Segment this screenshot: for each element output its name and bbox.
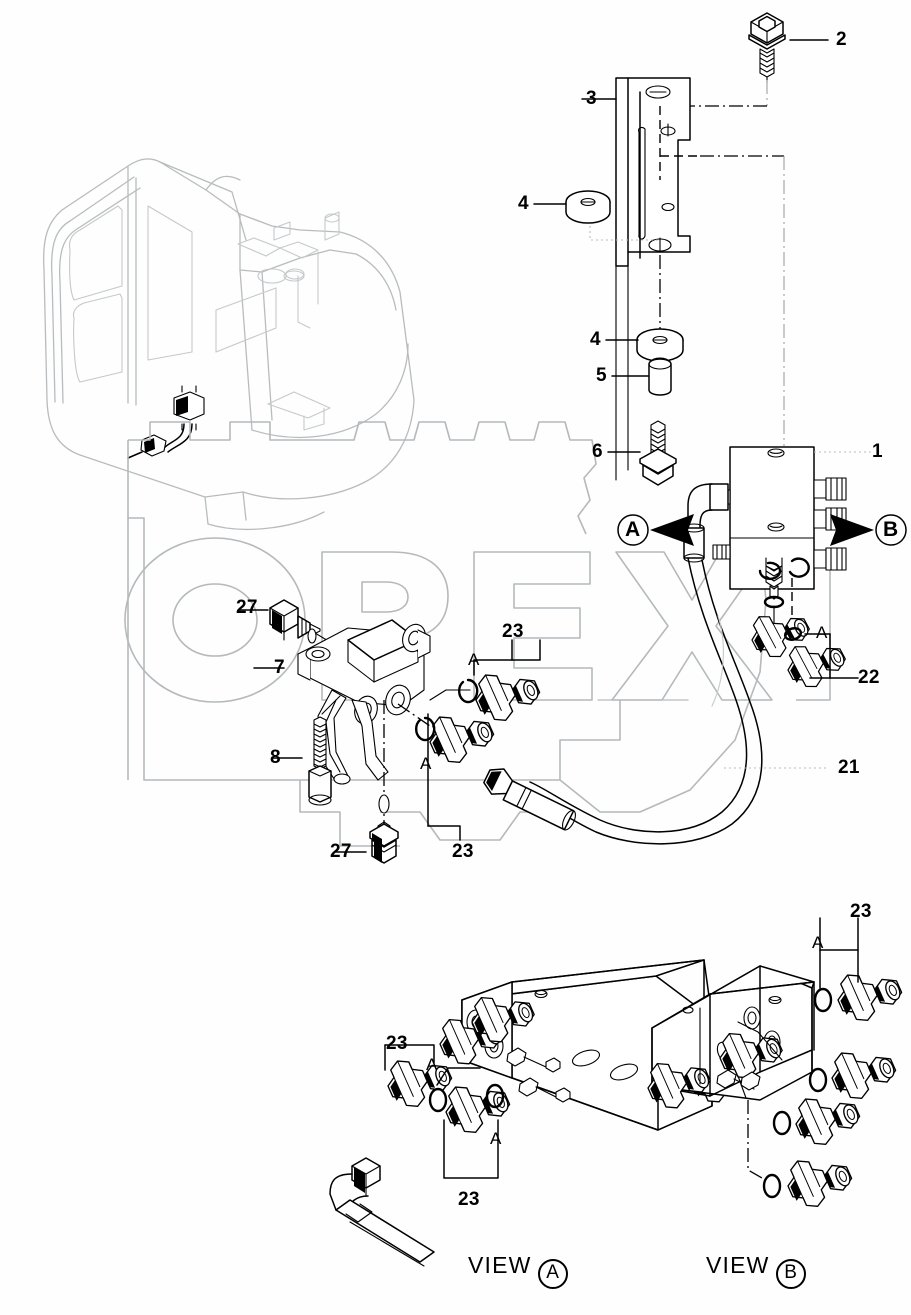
view-b-letter: B — [775, 1259, 806, 1289]
leader-viewa-23-upper2 — [384, 1044, 435, 1064]
callout-6: 6 — [592, 441, 603, 462]
part-1-valve-block — [683, 446, 847, 609]
oring-27-upper — [307, 628, 317, 644]
callout-21: 21 — [838, 757, 860, 778]
callout-22: 22 — [858, 667, 880, 688]
part-22-fittings — [743, 598, 851, 696]
oring-label-a-viewa-2: A — [490, 1129, 502, 1148]
leader-viewa-a1 — [436, 1067, 481, 1086]
locator-viewb-2 — [737, 1075, 747, 1099]
part-5-bushing — [648, 357, 672, 396]
oring-label-a-main-1: A — [468, 650, 480, 669]
view-a-letter: A — [537, 1259, 568, 1289]
oring-label-a-viewb: A — [812, 933, 824, 952]
callout-23-main-lower: 23 — [452, 841, 474, 862]
part-23-oring-lower — [414, 716, 436, 742]
part-27-plug-lower — [369, 821, 399, 864]
leader-23-lower — [427, 825, 461, 841]
leader-23-upper — [511, 639, 541, 661]
callout-23-main-upper: 23 — [502, 621, 524, 642]
locator-4-upper — [589, 226, 660, 241]
section-arrow-a-letter: A — [625, 518, 641, 541]
oring-arc-1 — [758, 561, 782, 581]
part-6-hex-flange-bolt — [639, 420, 677, 486]
part-4-washer-upper — [565, 190, 611, 224]
callout-2: 2 — [836, 29, 847, 50]
view-a-prefix: VIEW — [468, 1252, 532, 1278]
callout-5: 5 — [596, 365, 607, 386]
port-hole-lower — [378, 794, 390, 814]
callout-1: 1 — [872, 441, 883, 462]
centerline-23-lower — [397, 703, 431, 727]
section-arrow-b-marker — [830, 514, 907, 546]
part-8-socket-bolt — [308, 716, 332, 806]
locator-23 — [429, 689, 471, 701]
callout-23-viewb: 23 — [850, 901, 872, 922]
centerline-viewb — [747, 1100, 763, 1179]
callout-3: 3 — [586, 88, 597, 109]
hose-end-coupling — [483, 768, 576, 831]
oring-22 — [783, 627, 803, 641]
callout-23-viewa-upper: 23 — [386, 1033, 408, 1054]
view-b-prefix: VIEW — [706, 1252, 770, 1278]
leader-a-23-upper-1 — [473, 659, 513, 676]
view-a-hose-elbow — [329, 1157, 435, 1267]
part-7-valve-body — [297, 619, 431, 785]
callout-27-upper: 27 — [236, 597, 258, 618]
view-b-detail — [639, 917, 908, 1215]
leader-viewa-23-lower — [443, 1119, 499, 1179]
callout-7: 7 — [274, 657, 285, 678]
callout-4-lower: 4 — [590, 329, 601, 350]
callout-23-viewa-lower: 23 — [458, 1189, 480, 1210]
part-27-plug-upper — [269, 599, 321, 641]
section-arrow-a-marker — [617, 514, 694, 546]
oring-label-a-main-2: A — [420, 754, 432, 773]
locator-viewb-1 — [737, 1021, 783, 1061]
part-3-mounting-bracket — [615, 77, 691, 481]
section-arrow-b-letter: B — [883, 518, 899, 541]
callout-27-lower: 27 — [330, 841, 352, 862]
oring-label-a-22: A — [816, 623, 828, 642]
part-23-oring-upper — [457, 678, 479, 704]
callout-4-upper: 4 — [518, 193, 529, 214]
locator-8 — [321, 695, 341, 715]
part-4-washer-lower — [636, 328, 684, 362]
part-21-hose — [523, 557, 763, 845]
oring-arc-2 — [788, 557, 810, 578]
excavator-ghost-illustration — [42, 158, 415, 530]
part-2-hex-flange-bolt — [748, 12, 786, 84]
callout-8: 8 — [270, 747, 281, 768]
oring-label-a-viewa-1: A — [426, 1055, 438, 1074]
